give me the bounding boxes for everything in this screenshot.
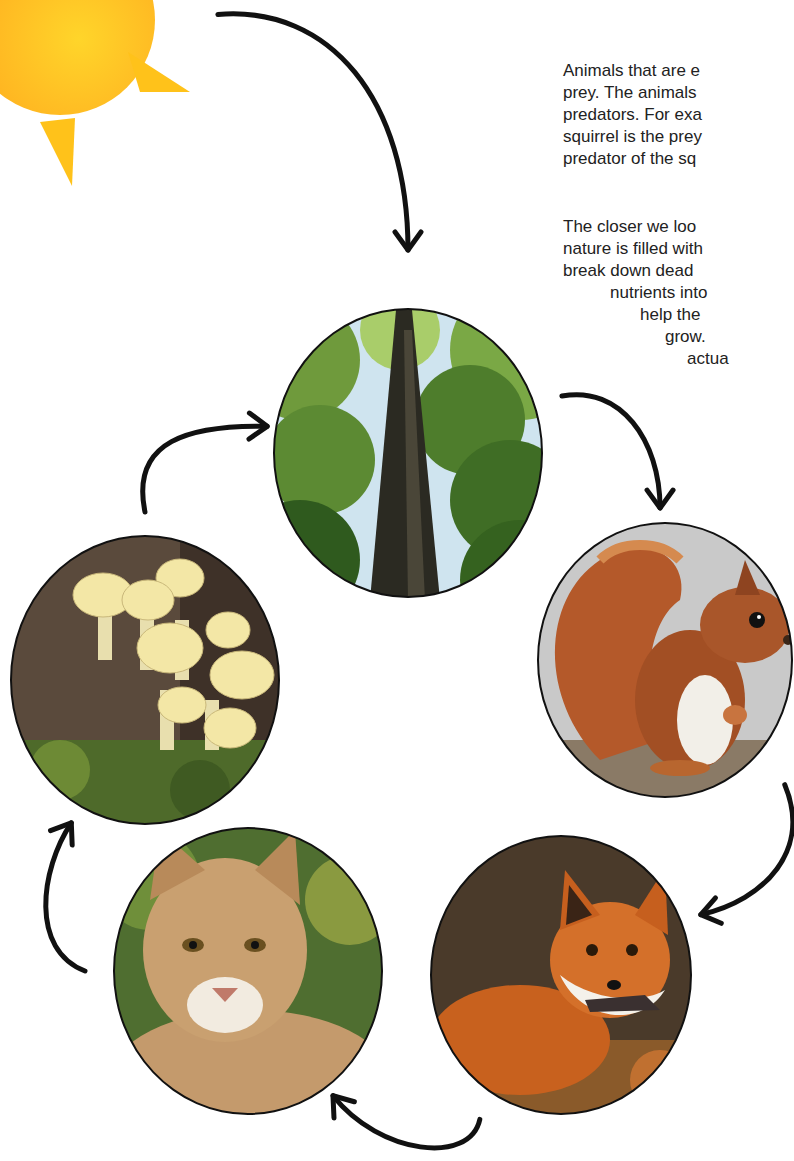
- text-line: break down dead: [563, 260, 693, 282]
- curved-arrow: [46, 823, 85, 971]
- mushroom-photo: [8, 533, 284, 830]
- squirrel-photo: [535, 520, 794, 800]
- tree-node: [273, 308, 543, 598]
- curved-arrow: [218, 14, 408, 250]
- cougar-photo: [100, 825, 395, 1150]
- curved-arrow: [562, 395, 660, 508]
- curved-arrow: [333, 1096, 480, 1148]
- text-line: predator of the sq: [563, 148, 696, 170]
- fox-photo: [428, 833, 694, 1120]
- sun-node: [0, 0, 155, 115]
- text-line: predators. For exa: [563, 104, 702, 126]
- mushroom-node: [10, 535, 280, 825]
- text-line: prey. The animals: [563, 82, 697, 104]
- squirrel-node: [537, 522, 793, 798]
- text-line: help the: [640, 304, 701, 326]
- text-line: The closer we loo: [563, 216, 696, 238]
- curved-arrow: [143, 426, 268, 512]
- text-line: nutrients into: [610, 282, 707, 304]
- tree-photo: [240, 280, 590, 640]
- text-line: actua: [687, 348, 729, 370]
- curved-arrow: [701, 785, 793, 915]
- sun: [0, 0, 190, 186]
- text-line: Animals that are e: [563, 60, 700, 82]
- text-line: nature is filled with: [563, 238, 703, 260]
- text-line: grow.: [665, 326, 706, 348]
- text-line: squirrel is the prey: [563, 126, 702, 148]
- fox-node: [430, 835, 692, 1115]
- cougar-node: [113, 827, 383, 1115]
